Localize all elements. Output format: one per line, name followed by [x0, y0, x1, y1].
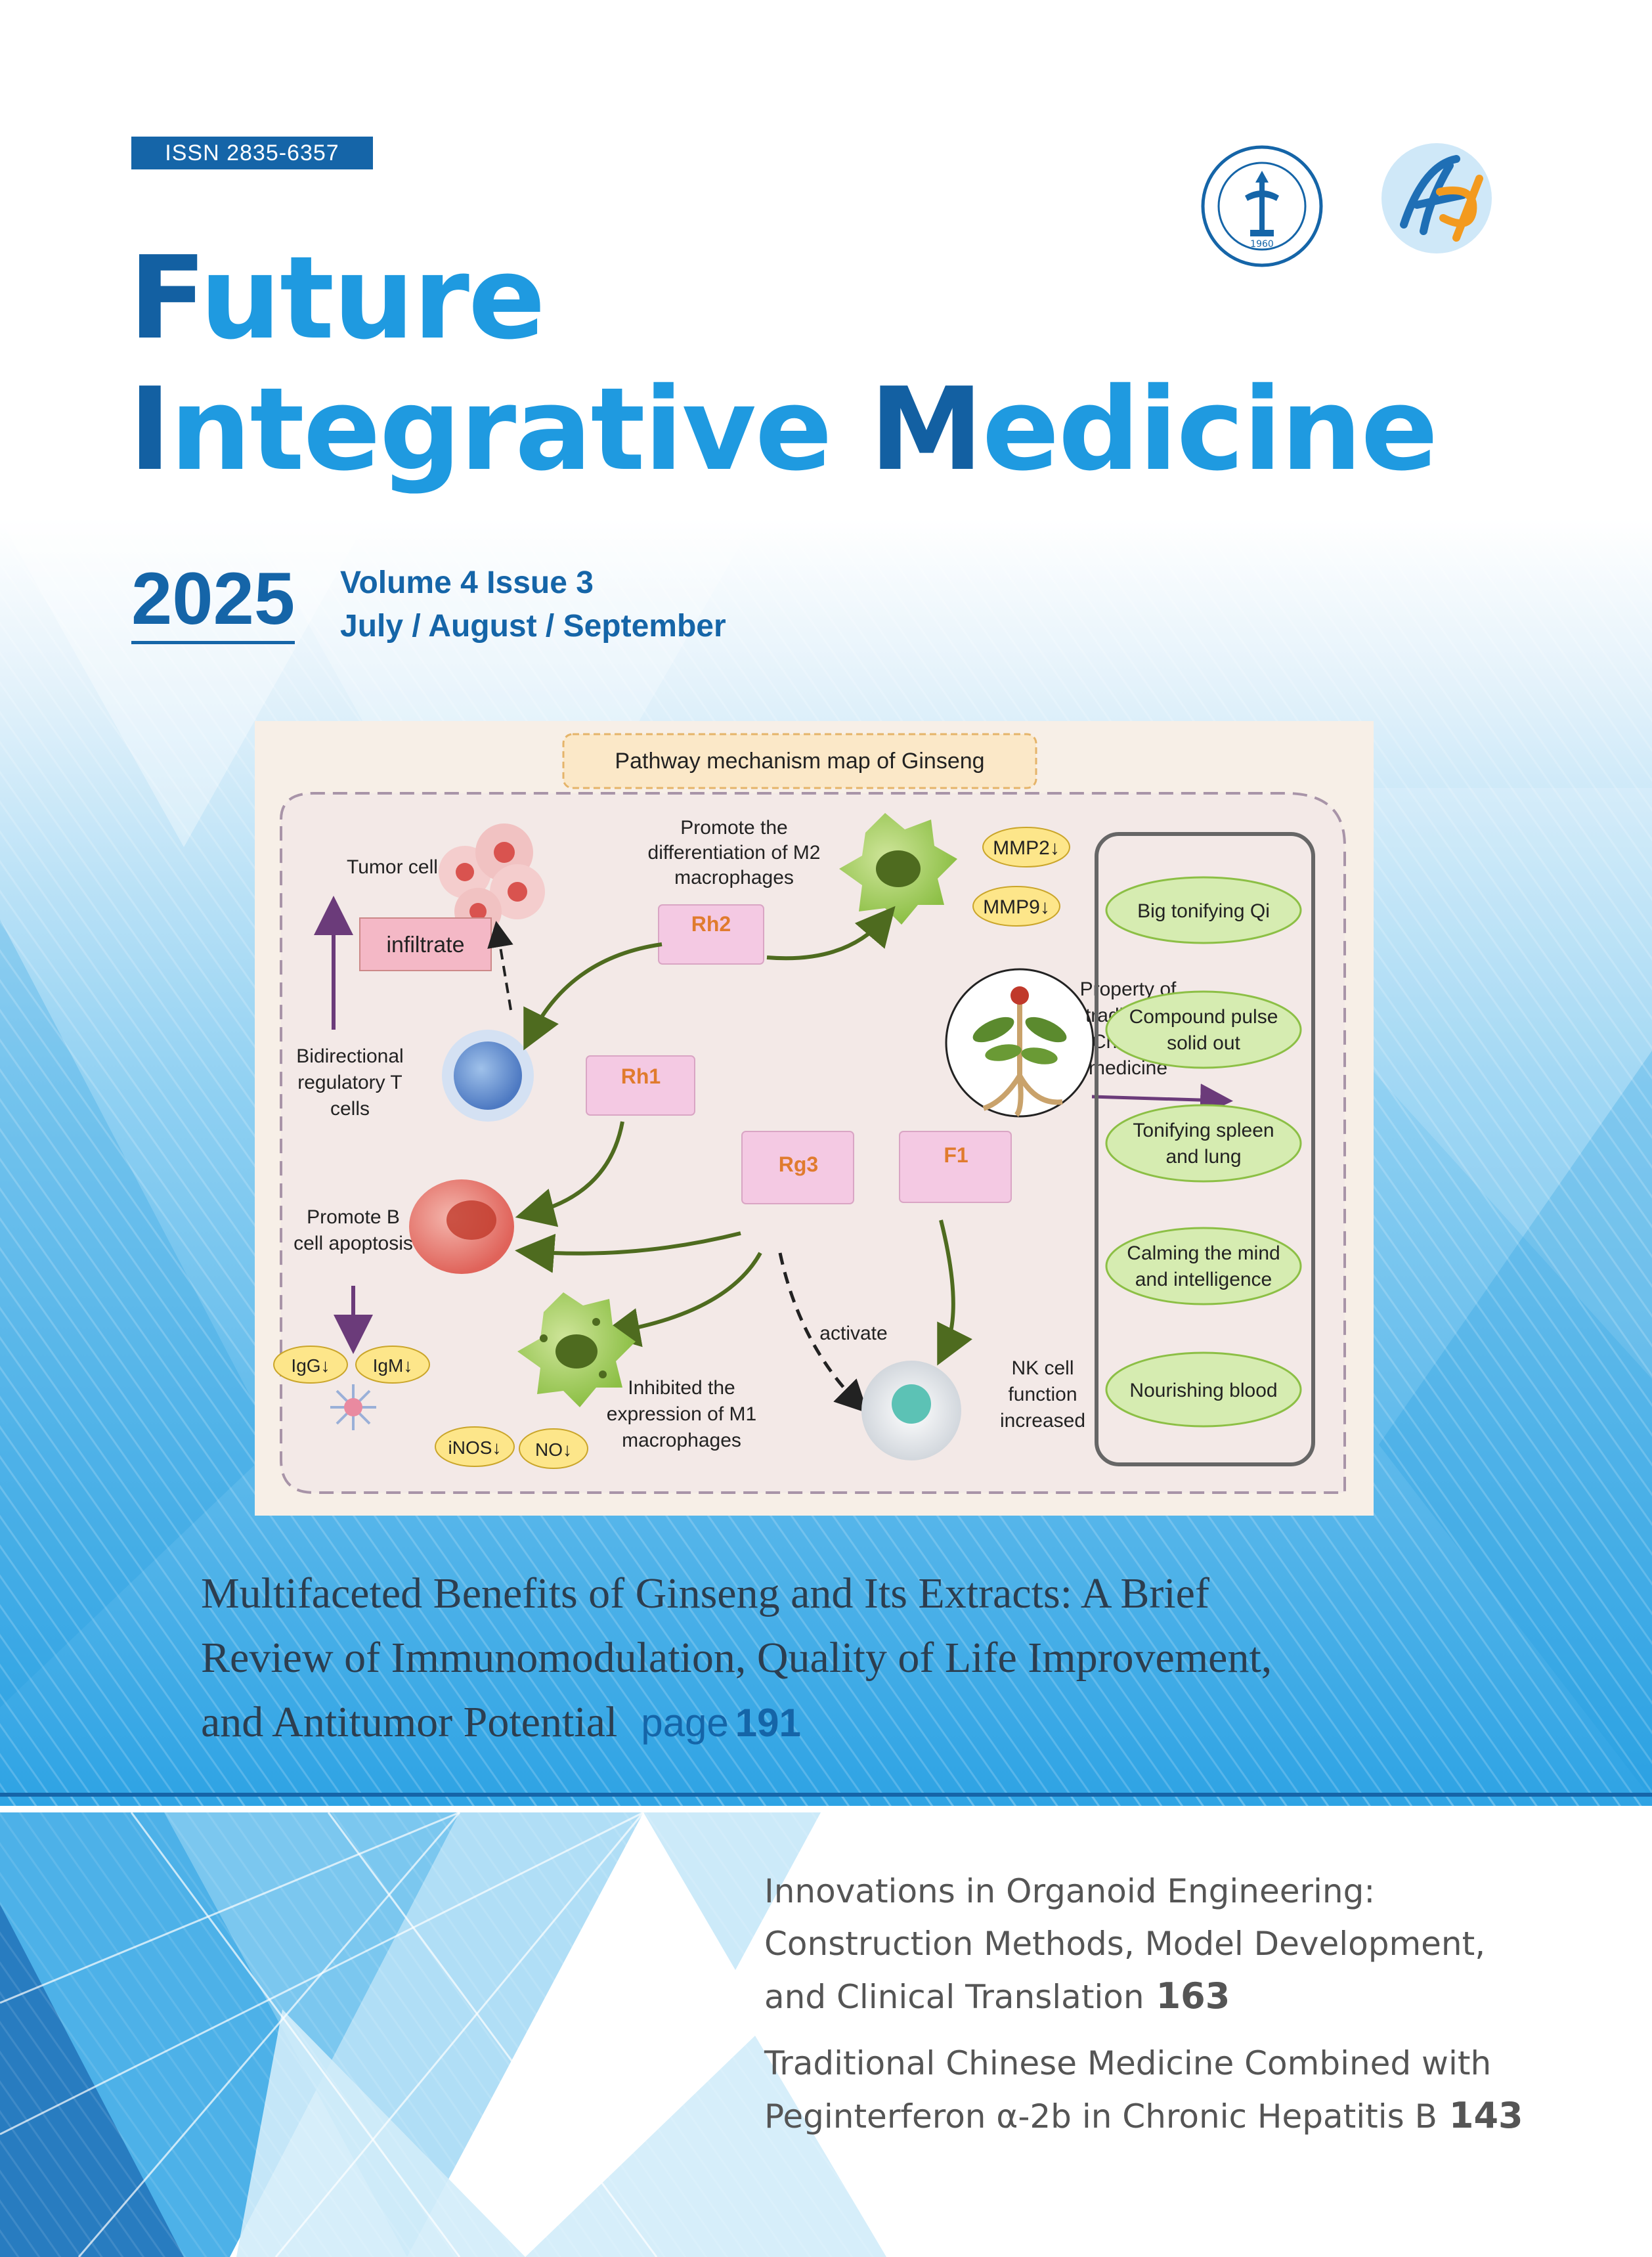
label-m1-3: macrophages [622, 1430, 741, 1451]
property-1: Big tonifying Qi [1137, 900, 1270, 922]
label-treg-1: Bidirectional [296, 1045, 403, 1067]
ginseng-plant-icon [972, 986, 1067, 1117]
label-nk-2: function [1008, 1384, 1077, 1405]
issue-volume: Volume 4 Issue 3 [340, 565, 594, 600]
badge-igg: IgG↓ [291, 1355, 330, 1376]
tumor-cell-icon [439, 823, 545, 935]
figure-title: Pathway mechanism map of Ginseng [615, 749, 984, 774]
label-m2-2: differentiation of M2 [648, 842, 821, 864]
compound-f1: F1 [944, 1143, 968, 1167]
label-bcell-1: Promote B [307, 1206, 400, 1228]
title-rest-2: edicine [982, 363, 1439, 496]
article-1-page: 163 [1156, 1975, 1230, 2017]
issn-badge: ISSN 2835-6357 [131, 137, 373, 169]
label-m2-3: macrophages [674, 867, 794, 888]
pathway-figure: Pathway mechanism map of Ginseng Tumor c… [255, 721, 1374, 1516]
article-2-line2: Peginterferon α-2b in Chronic Hepatitis … [764, 2097, 1437, 2136]
university-emblem-icon: 1960 [1201, 145, 1323, 267]
label-infiltrate: infiltrate [386, 932, 464, 957]
badge-igm: IgM↓ [373, 1355, 413, 1376]
article-item[interactable]: Traditional Chinese Medicine Combined wi… [764, 2037, 1631, 2143]
badge-mmp9: MMP9↓ [983, 896, 1050, 918]
property-3b: and lung [1165, 1146, 1241, 1168]
emblem-year: 1960 [1250, 239, 1274, 250]
antibody-icon [330, 1384, 376, 1430]
featured-page-number: 191 [735, 1701, 801, 1745]
compound-rh1: Rh1 [621, 1064, 661, 1088]
article-2-page: 143 [1448, 2095, 1523, 2136]
featured-article-line3: and Antitumor Potential [201, 1698, 618, 1746]
publisher-logo-icon [1381, 143, 1492, 253]
property-2b: solid out [1167, 1032, 1240, 1054]
compound-rh2: Rh2 [691, 912, 731, 936]
label-treg-2: regulatory T [297, 1072, 402, 1093]
title-cap-f: F [129, 232, 201, 365]
article-item[interactable]: Innovations in Organoid Engineering: Con… [764, 1865, 1631, 2023]
title-cap-m: M [869, 363, 983, 496]
label-nk-3: increased [1000, 1410, 1085, 1432]
journal-title-line1: Future [129, 236, 546, 361]
badge-no: NO↓ [535, 1439, 572, 1460]
journal-title-line2: Integrative Medicine [129, 368, 1438, 493]
featured-article-line2: Review of Immunomodulation, Quality of L… [201, 1634, 1272, 1682]
label-m1-2: expression of M1 [607, 1403, 756, 1425]
label-bcell-2: cell apoptosis [293, 1233, 413, 1254]
article-1-line1: Innovations in Organoid Engineering: [764, 1872, 1376, 1910]
label-m1-1: Inhibited the [628, 1377, 735, 1399]
title-cap-i: I [129, 363, 171, 496]
label-activate: activate [819, 1323, 887, 1344]
article-2-line1: Traditional Chinese Medicine Combined wi… [764, 2044, 1492, 2082]
featured-article[interactable]: Multifaceted Benefits of Ginseng and Its… [201, 1562, 1488, 1755]
treg-cell-icon [454, 1041, 522, 1110]
label-nk-1: NK cell [1011, 1357, 1074, 1379]
issue-dates: July / August / September [340, 609, 726, 644]
property-list: Big tonifying Qi Compound pulse solid ou… [1105, 876, 1302, 1428]
compound-rg3: Rg3 [779, 1152, 818, 1176]
title-rest-1: uture [200, 232, 546, 365]
property-5: Nourishing blood [1129, 1380, 1277, 1401]
badge-inos: iNOS↓ [448, 1437, 502, 1458]
badge-mmp2: MMP2↓ [993, 837, 1060, 859]
property-4b: and intelligence [1135, 1269, 1272, 1290]
article-1-line2: Construction Methods, Model Development, [764, 1925, 1486, 1963]
property-3a: Tonifying spleen [1133, 1120, 1274, 1141]
property-2a: Compound pulse [1129, 1006, 1278, 1028]
label-treg-3: cells [330, 1098, 370, 1120]
label-m2-1: Promote the [680, 817, 787, 839]
issue-year: 2025 [131, 558, 295, 644]
title-mid-2: ntegrative [169, 363, 870, 496]
article-1-line3: and Clinical Translation [764, 1978, 1144, 2016]
property-4a: Calming the mind [1127, 1242, 1280, 1264]
featured-article-line1: Multifaceted Benefits of Ginseng and Its… [201, 1569, 1209, 1617]
section-divider [0, 1793, 1652, 1797]
featured-page-label: page [641, 1701, 729, 1745]
label-tumor-cell: Tumor cell [347, 856, 438, 878]
